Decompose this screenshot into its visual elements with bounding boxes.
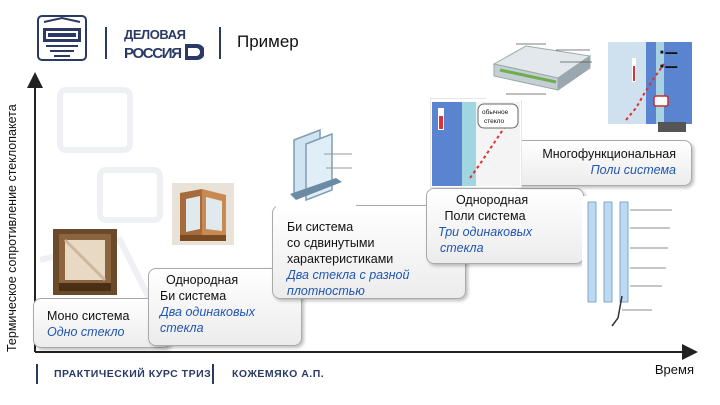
header-divider-2 <box>219 27 221 59</box>
step-1-caption: Моно система Одно стекло <box>47 308 129 340</box>
header-divider <box>105 27 107 59</box>
double-window-photo <box>172 183 234 245</box>
step-4-title-1: Однородная <box>455 193 529 207</box>
footer-divider-right <box>212 364 214 384</box>
delovaya-rossiya-logo: ДЕЛОВАЯ РОССИЯ <box>122 24 205 64</box>
step-3-title-1: Би система <box>287 220 354 234</box>
thermal-diagram: обычное стекло <box>430 98 522 188</box>
footer-course: ПРАКТИЧЕСКИЙ КУРС ТРИЗ <box>54 368 212 380</box>
step-3-caption: Би система со сдвинутыми характеристикам… <box>287 219 409 299</box>
step-4-caption: Однородная Поли система Три одинаковых с… <box>438 192 532 256</box>
slide-title: Пример <box>237 32 299 51</box>
step-2-caption: Однородная Би система Два одинаковых сте… <box>160 272 255 336</box>
bi-glass-unit-photo <box>276 124 356 212</box>
step-box-multi <box>512 140 692 186</box>
mono-window-photo <box>53 229 117 295</box>
step-2-title-2: Би система <box>160 289 227 303</box>
club-emblem-icon <box>37 15 87 61</box>
thermal-label-1: обычное <box>482 108 509 116</box>
step-5-caption: Многофункциональная Поли система <box>524 146 676 178</box>
svg-text:■ ▬▬: ■ ▬▬ <box>660 50 677 56</box>
vertical-section-diagram <box>582 196 674 330</box>
step-4-title-2: Поли система <box>444 209 526 223</box>
step-1-title: Моно система <box>47 309 130 323</box>
footer-author: КОЖЕМЯКО А.П. <box>232 368 325 380</box>
step-3-subtitle-2: плотностью <box>287 284 365 298</box>
step-5-title: Многофункциональная <box>542 147 676 161</box>
window-thermal-diagram: ■ ▬▬ ■ ▬▬ <box>598 38 694 134</box>
thermal-label-2: стекло <box>484 118 505 125</box>
y-axis-label: Термическое сопротивление стеклопакета <box>5 104 19 352</box>
svg-text:■ ▬▬: ■ ▬▬ <box>660 64 677 70</box>
step-5-subtitle: Поли система <box>590 163 676 177</box>
step-3-subtitle-1: Два стекла с разной <box>287 268 410 282</box>
step-2-title-1: Однородная <box>166 273 239 287</box>
step-2-subtitle-1: Два одинаковых <box>160 305 255 319</box>
step-3-title-2: со сдвинутыми <box>287 236 375 250</box>
svg-text:ДЕЛОВАЯ: ДЕЛОВАЯ <box>124 27 186 42</box>
step-3-title-3: характеристиками <box>287 252 394 266</box>
layered-glass-diagram <box>486 38 596 100</box>
step-1-subtitle: Одно стекло <box>47 325 125 339</box>
step-4-subtitle-1: Три одинаковых <box>438 225 533 239</box>
svg-text:РОССИЯ: РОССИЯ <box>124 45 182 62</box>
x-axis-label: Время <box>654 362 694 377</box>
step-4-subtitle-2: стекла <box>440 241 484 255</box>
step-2-subtitle-2: стекла <box>160 321 204 335</box>
step-box-poly <box>426 188 584 264</box>
footer-divider-left <box>36 364 38 384</box>
